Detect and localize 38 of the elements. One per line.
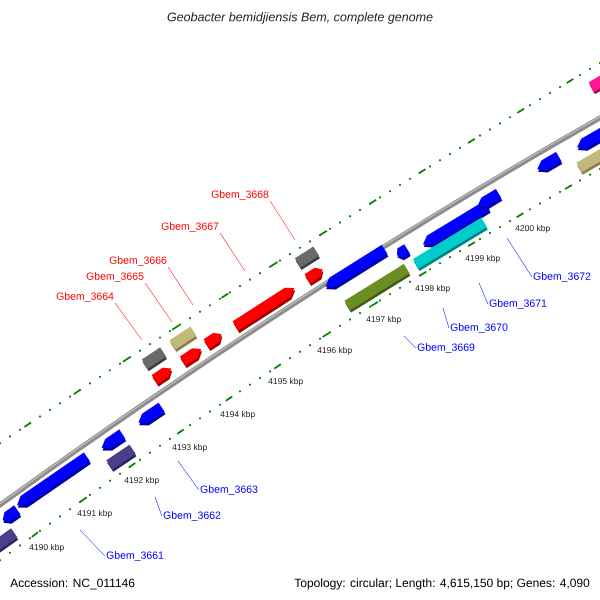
leader-line (404, 336, 416, 348)
gene-label: Gbem_3672 (534, 272, 590, 282)
gene-label: Gbem_3670 (450, 323, 508, 333)
gene-label: Gbem_3666 (110, 256, 166, 266)
leader-line (168, 266, 194, 306)
scale-label: 4194 kbp (220, 410, 255, 419)
scale-label: 4198 kbp (415, 284, 450, 293)
leader-line (154, 496, 162, 516)
scale-label: 4200 kbp (515, 224, 550, 233)
gene-label: Gbem_3663 (200, 485, 258, 495)
gene-label: Gbem_3662 (164, 511, 220, 521)
scale-label: 4192 kbp (124, 476, 159, 485)
leader-line (478, 282, 488, 304)
scale-label: 4190 kbp (29, 544, 64, 552)
leader-line (220, 232, 246, 272)
gene-label: Gbem_3669 (418, 343, 474, 353)
scale-label: 4197 kbp (366, 316, 401, 324)
title: Geobacter bemidjiensis Bem, complete genome (168, 12, 433, 24)
gene-label: Gbem_3661 (106, 551, 164, 561)
leader-line (114, 302, 142, 340)
scale-label: 4191 kbp (77, 510, 112, 518)
gene-label: Gbem_3664 (56, 292, 114, 302)
leader-line (80, 530, 106, 556)
gene-label: Gbem_3665 (86, 272, 144, 282)
leader-line (442, 308, 450, 328)
gene-label: Gbem_3668 (212, 190, 268, 200)
leader-line (178, 460, 200, 490)
scale-label: 4193 kbp (172, 444, 207, 452)
accession-text: Accession: NC_011146 (10, 578, 134, 590)
leader-line (270, 200, 296, 240)
genome-summary: Topology: circular; Length: 4,615,150 bp; Genes: 4,090 (294, 578, 590, 590)
gene-label: Gbem_3671 (490, 299, 546, 309)
scale-label: 4199 kbp (465, 254, 500, 263)
gene-label: Gbem_3667 (162, 222, 218, 232)
scale-label: 4196 kbp (317, 346, 352, 355)
scale-label: 4195 kbp (268, 378, 303, 386)
leader-line (144, 282, 172, 322)
leader-line (506, 238, 532, 278)
